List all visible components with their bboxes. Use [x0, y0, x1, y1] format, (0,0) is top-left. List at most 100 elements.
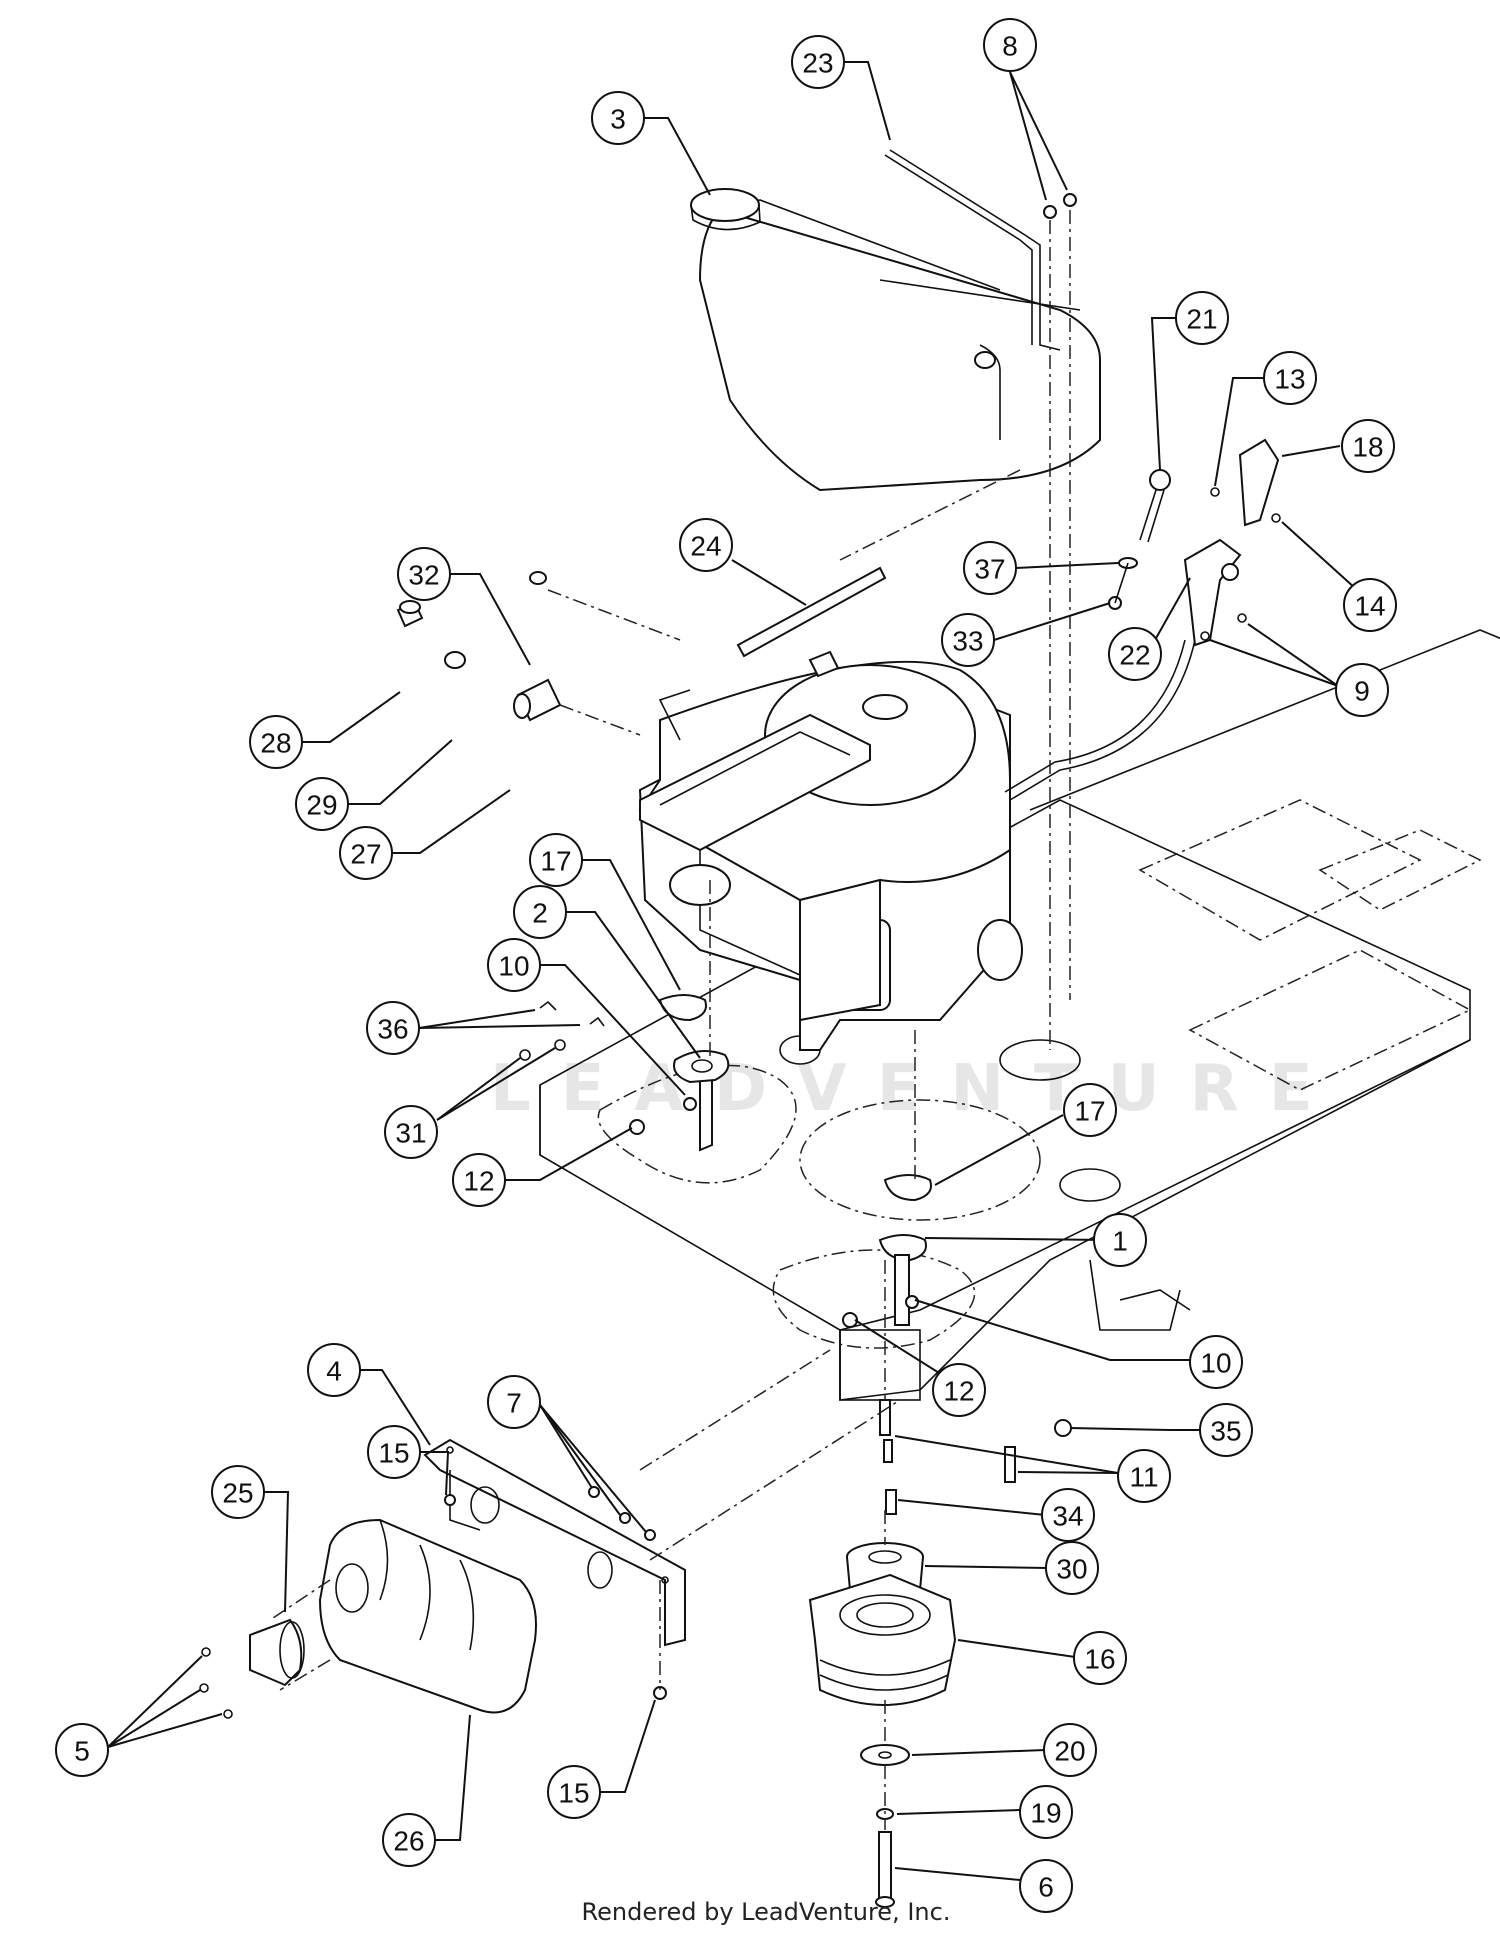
callout-number: 9 — [1354, 676, 1370, 707]
callout-circle[interactable] — [487, 938, 541, 992]
callout-knob[interactable]: 21 — [1175, 291, 1229, 345]
callout-nut[interactable]: 15 — [547, 1765, 601, 1819]
callout-circle[interactable] — [963, 541, 1017, 595]
callout-key[interactable]: 34 — [1041, 1488, 1095, 1542]
callout-screws[interactable]: 8 — [983, 18, 1037, 72]
callout-screws[interactable]: 9 — [1335, 663, 1389, 717]
end-cap — [249, 1618, 305, 1687]
callout-circle[interactable] — [1093, 1213, 1147, 1267]
callout-circle[interactable] — [397, 547, 451, 601]
callout-nut[interactable]: 14 — [1343, 578, 1397, 632]
callout-screw[interactable]: 13 — [1263, 351, 1317, 405]
callout-pulley[interactable]: 30 — [1045, 1541, 1099, 1595]
callout-circle[interactable] — [1117, 1449, 1171, 1503]
leader-lines — [107, 61, 1367, 1881]
callout-circle[interactable] — [1045, 1541, 1099, 1595]
callout-circle[interactable] — [366, 1001, 420, 1055]
callout-spacer[interactable]: 28 — [249, 715, 303, 769]
callout-number: 1 — [1112, 1226, 1128, 1257]
callout-circle[interactable] — [384, 1105, 438, 1159]
callout-gasket[interactable]: 17 — [1063, 1083, 1117, 1137]
callout-screws[interactable]: 31 — [384, 1105, 438, 1159]
callout-gasket[interactable]: 17 — [529, 833, 583, 887]
callout-exhaust-pipe[interactable]: 1 — [1093, 1213, 1147, 1267]
callout-fuel-filter[interactable]: 27 — [339, 826, 393, 880]
muffler — [318, 1518, 537, 1714]
callout-circle[interactable] — [547, 1765, 601, 1819]
callout-circle[interactable] — [382, 1813, 436, 1867]
callout-fuel-tank-bracket-rod[interactable]: 23 — [791, 35, 845, 89]
callout-circle[interactable] — [1343, 578, 1397, 632]
callout-circle[interactable] — [529, 833, 583, 887]
callout-circle[interactable] — [452, 1153, 506, 1207]
callout-nut[interactable]: 33 — [941, 613, 995, 667]
callout-screws[interactable]: 5 — [55, 1723, 109, 1777]
callout-circle[interactable] — [1041, 1488, 1095, 1542]
callout-number: 5 — [74, 1736, 90, 1767]
callout-clamp[interactable]: 29 — [295, 777, 349, 831]
callout-cap[interactable]: 32 — [397, 547, 451, 601]
callout-circle[interactable] — [367, 1425, 421, 1479]
callout-number: 32 — [408, 560, 439, 591]
callout-circle[interactable] — [1019, 1859, 1073, 1913]
callout-end-cap[interactable]: 25 — [211, 1465, 265, 1519]
callout-circle[interactable] — [1019, 1785, 1073, 1839]
callout-number: 7 — [506, 1388, 522, 1419]
callout-nut[interactable]: 35 — [1199, 1403, 1253, 1457]
callout-number: 31 — [395, 1118, 426, 1149]
callout-washer[interactable]: 20 — [1043, 1723, 1097, 1777]
callout-fuel-cap[interactable]: 3 — [591, 91, 645, 145]
callout-nut[interactable]: 12 — [932, 1363, 986, 1417]
callout-muffler-shield[interactable]: 4 — [307, 1343, 361, 1397]
callout-circle[interactable] — [791, 35, 845, 89]
callout-circle[interactable] — [932, 1363, 986, 1417]
callout-throttle-handle[interactable]: 18 — [1341, 419, 1395, 473]
callout-circle[interactable] — [983, 18, 1037, 72]
callout-bolts[interactable]: 11 — [1117, 1449, 1171, 1503]
callout-circle[interactable] — [1335, 663, 1389, 717]
callout-stud[interactable]: 10 — [487, 938, 541, 992]
callout-circle[interactable] — [513, 885, 567, 939]
callout-nut[interactable]: 15 — [367, 1425, 421, 1479]
callout-lock-washer[interactable]: 19 — [1019, 1785, 1073, 1839]
callout-circle[interactable] — [1199, 1403, 1253, 1457]
callout-bolt[interactable]: 6 — [1019, 1859, 1073, 1913]
callout-circle[interactable] — [941, 613, 995, 667]
callout-number: 29 — [306, 790, 337, 821]
engine — [638, 650, 1023, 1051]
callout-circle[interactable] — [1108, 627, 1162, 681]
footer-text: Rendered by LeadVenture, Inc. — [581, 1898, 951, 1926]
callout-clips[interactable]: 36 — [366, 1001, 420, 1055]
callout-washer[interactable]: 37 — [963, 541, 1017, 595]
callout-pto-clutch[interactable]: 16 — [1073, 1631, 1127, 1685]
callout-muffler[interactable]: 26 — [382, 1813, 436, 1867]
callout-circle[interactable] — [307, 1343, 361, 1397]
callout-circle[interactable] — [591, 91, 645, 145]
callout-number: 37 — [974, 554, 1005, 585]
callout-number: 3 — [610, 104, 626, 135]
callout-circle[interactable] — [1341, 419, 1395, 473]
callout-circle[interactable] — [1263, 351, 1317, 405]
callout-circle[interactable] — [679, 518, 733, 572]
callout-throttle-control[interactable]: 22 — [1108, 627, 1162, 681]
callout-circle[interactable] — [339, 826, 393, 880]
callout-fuel-line[interactable]: 24 — [679, 518, 733, 572]
callout-number: 18 — [1352, 432, 1383, 463]
callout-circle[interactable] — [1175, 291, 1229, 345]
callout-screws[interactable]: 7 — [487, 1375, 541, 1429]
callout-number: 11 — [1129, 1462, 1158, 1493]
footer-credit: Rendered by LeadVenture, Inc. — [0, 1898, 1500, 1926]
callout-circle[interactable] — [1043, 1723, 1097, 1777]
callout-circle[interactable] — [487, 1375, 541, 1429]
callout-circle[interactable] — [249, 715, 303, 769]
callout-circle[interactable] — [211, 1465, 265, 1519]
callout-nut[interactable]: 12 — [452, 1153, 506, 1207]
callout-circle[interactable] — [55, 1723, 109, 1777]
callout-circle[interactable] — [1063, 1083, 1117, 1137]
callout-circle[interactable] — [1189, 1335, 1243, 1389]
callout-circle[interactable] — [295, 777, 349, 831]
callout-circle[interactable] — [1073, 1631, 1127, 1685]
callout-exhaust-pipe[interactable]: 2 — [513, 885, 567, 939]
callout-number: 2 — [532, 898, 548, 929]
callout-stud[interactable]: 10 — [1189, 1335, 1243, 1389]
